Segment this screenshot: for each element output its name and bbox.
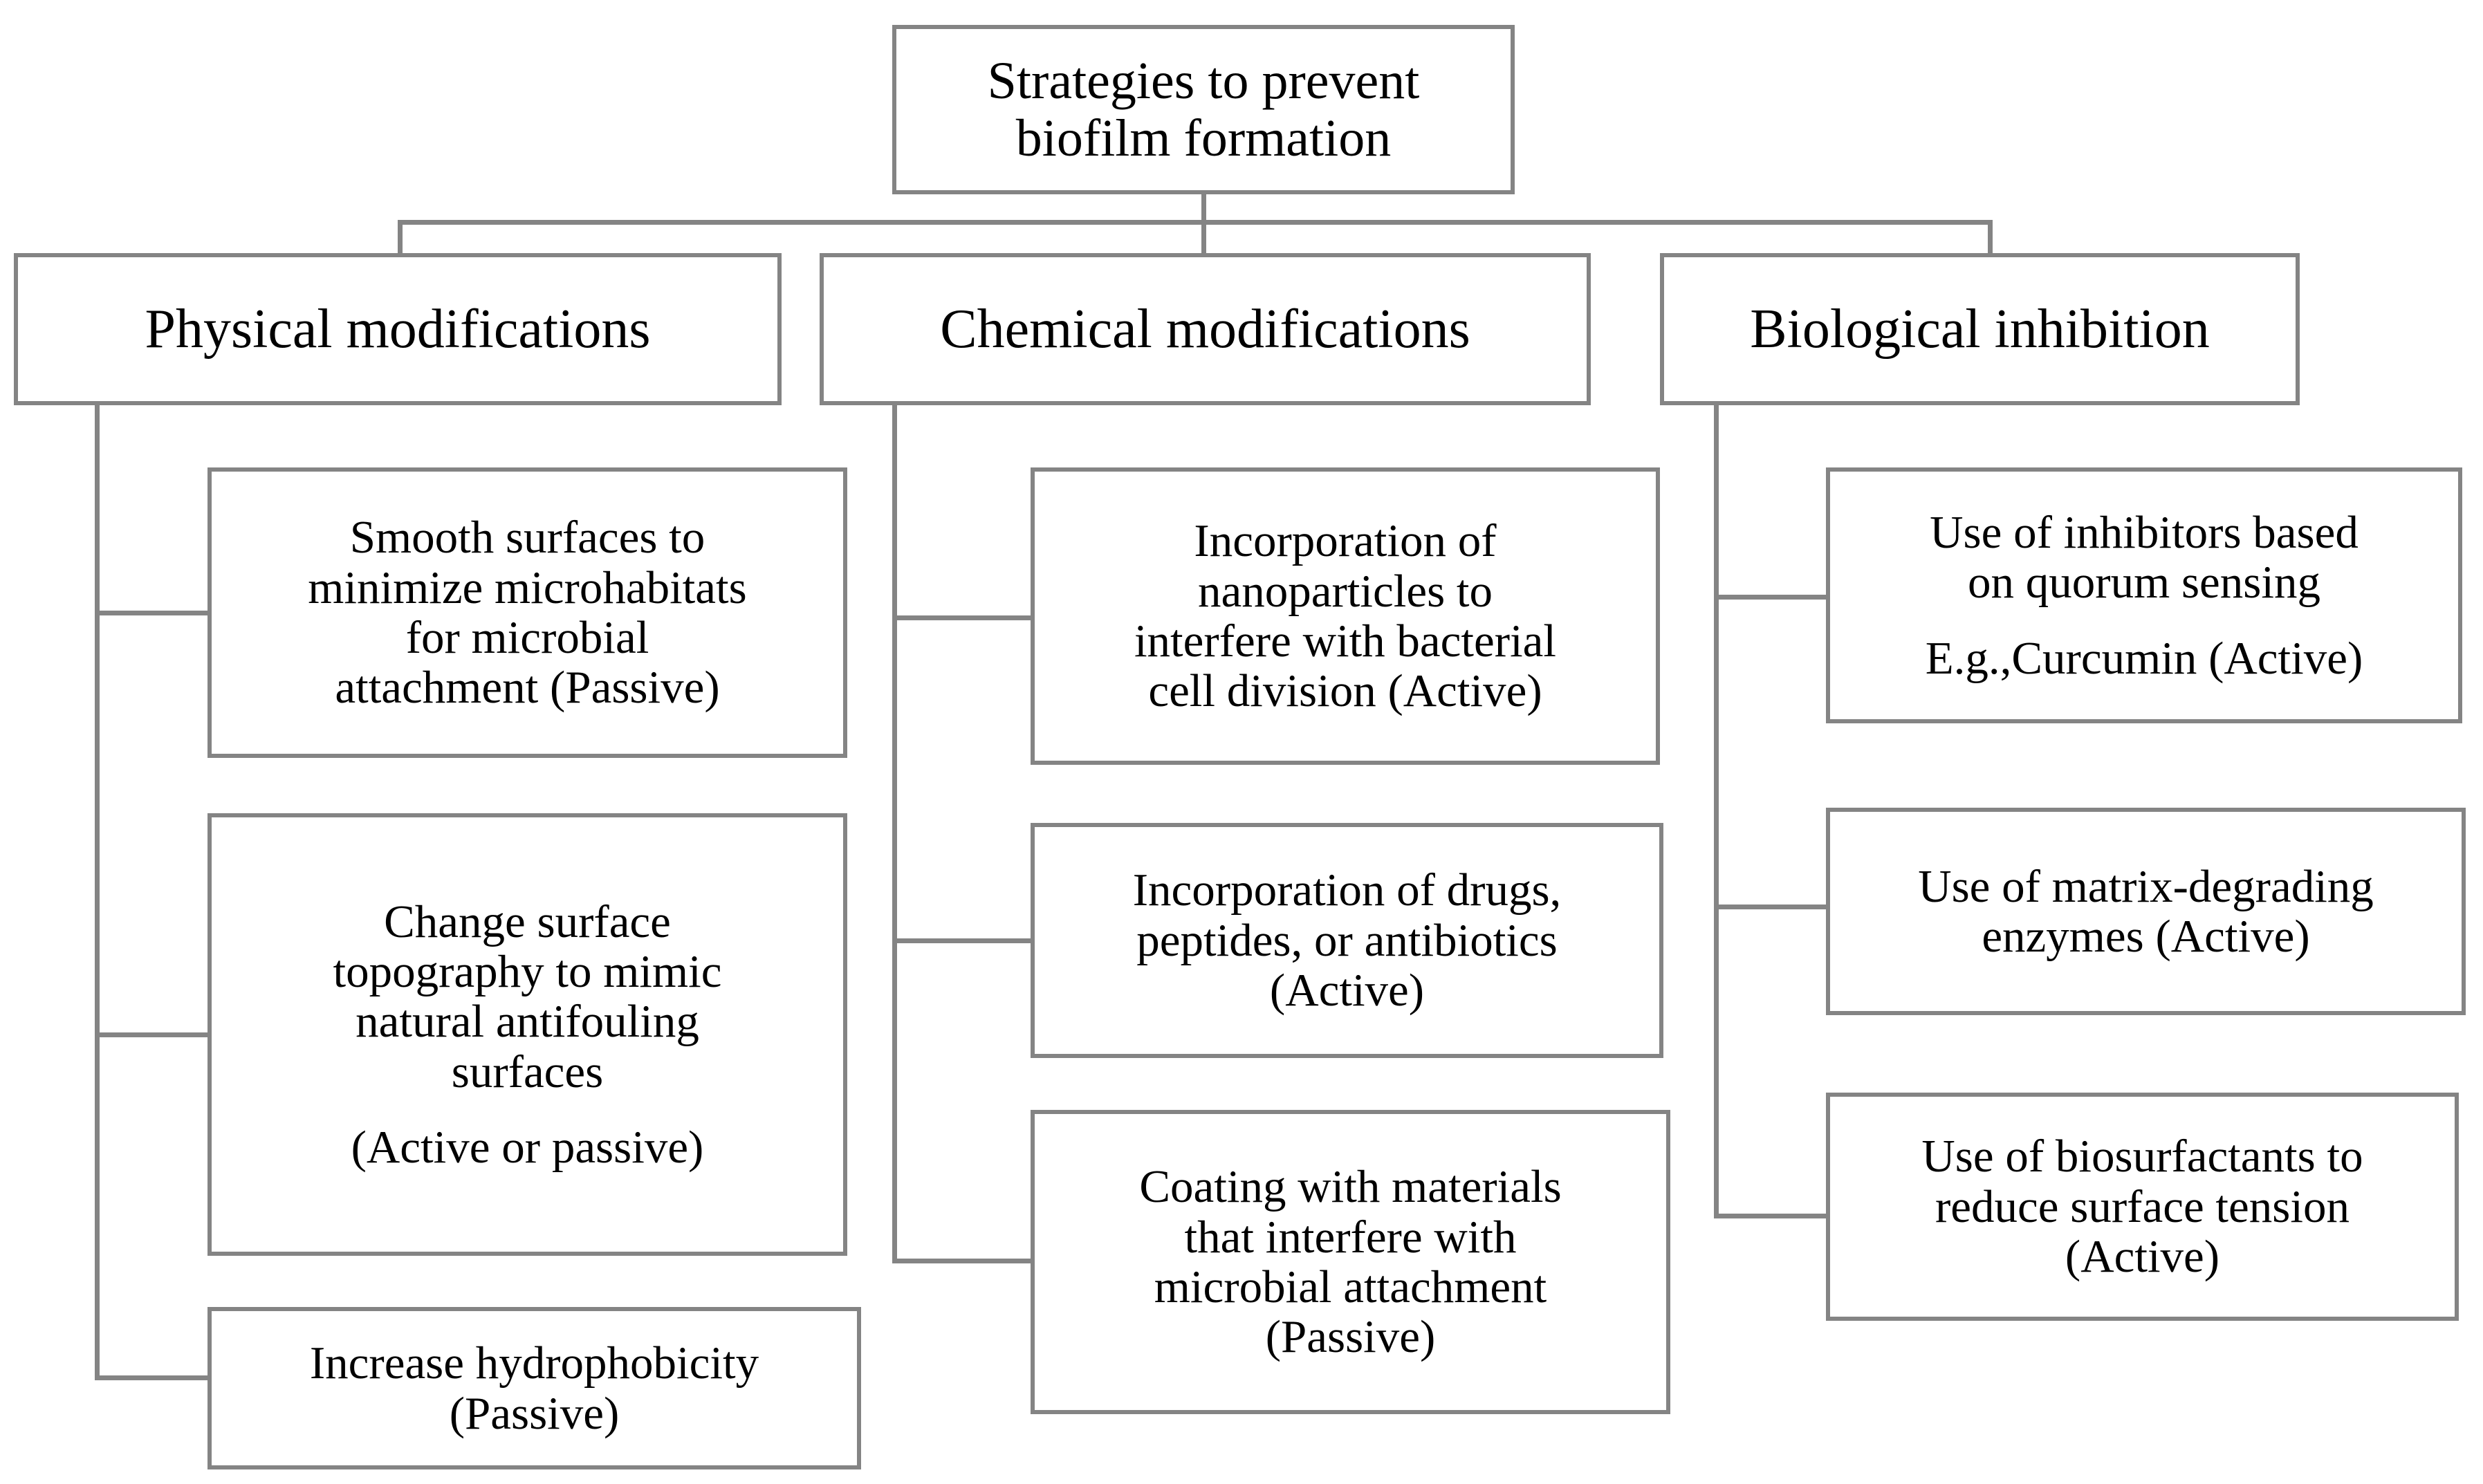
connector-stub-chemical-3	[892, 1259, 1033, 1263]
leaf-line: interfere with bacterial	[1134, 615, 1557, 667]
node-root-line-2: biofilm formation	[1015, 109, 1392, 167]
connector-stub-chemical-1	[892, 615, 1033, 620]
leaf-line: that interfere with	[1184, 1211, 1517, 1263]
node-physical-child-1[interactable]: Smooth surfaces to minimize microhabitat…	[207, 467, 847, 758]
connector-stub-physical-2	[95, 1032, 210, 1037]
leaf-line: reduce surface tension	[1935, 1180, 2350, 1232]
leaf-line: minimize microhabitats	[308, 562, 747, 613]
connector-drop-biological	[1988, 220, 1993, 256]
leaf-line: Smooth surfaces to	[349, 512, 705, 564]
leaf-line: attachment (Passive)	[335, 662, 720, 714]
connector-drop-physical	[398, 220, 403, 256]
node-chemical-child-3[interactable]: Coating with materials that interfere wi…	[1031, 1110, 1670, 1414]
leaf-line: Incorporation of	[1194, 515, 1497, 567]
node-physical-child-3[interactable]: Increase hydrophobicity (Passive)	[207, 1307, 861, 1469]
node-root-line-1: Strategies to prevent	[987, 52, 1420, 111]
leaf-line: Use of matrix-degrading	[1918, 860, 2374, 912]
leaf-line: nanoparticles to	[1197, 565, 1493, 617]
leaf-line: (Active)	[2065, 1231, 2220, 1283]
connector-stub-biological-3	[1714, 1214, 1829, 1218]
leaf-note: E.g.,Curcumin (Active)	[1925, 632, 2363, 684]
leaf-line: enzymes (Active)	[1982, 911, 2310, 962]
node-chemical-child-2[interactable]: Incorporation of drugs, peptides, or ant…	[1031, 823, 1663, 1058]
leaf-line: for microbial	[405, 612, 649, 663]
leaf-line: Use of inhibitors based	[1930, 507, 2359, 559]
node-category-chemical[interactable]: Chemical modifications	[820, 253, 1591, 405]
node-category-physical-label: Physical modifications	[145, 298, 651, 360]
connector-spine-biological	[1714, 405, 1719, 1218]
node-root[interactable]: Strategies to prevent biofilm formation	[892, 25, 1515, 194]
node-category-biological-label: Biological inhibition	[1750, 298, 2210, 360]
connector-stub-physical-3	[95, 1375, 210, 1380]
leaf-line: surfaces	[451, 1046, 604, 1097]
connector-drop-chemical	[1201, 220, 1206, 256]
connector-root-bus	[398, 220, 1993, 225]
leaf-line: cell division (Active)	[1148, 665, 1542, 717]
leaf-note: (Active or passive)	[351, 1121, 704, 1173]
node-biological-child-2[interactable]: Use of matrix-degrading enzymes (Active)	[1826, 808, 2466, 1015]
leaf-line: Increase hydrophobicity	[309, 1337, 759, 1389]
node-category-physical[interactable]: Physical modifications	[14, 253, 782, 405]
node-category-chemical-label: Chemical modifications	[940, 298, 1470, 360]
leaf-line: (Passive)	[1265, 1311, 1436, 1363]
connector-stub-chemical-2	[892, 938, 1033, 943]
connector-spine-chemical	[892, 405, 897, 1263]
leaf-line: (Passive)	[449, 1387, 620, 1439]
node-biological-child-1[interactable]: Use of inhibitors based on quorum sensin…	[1826, 467, 2462, 723]
node-chemical-child-1[interactable]: Incorporation of nanoparticles to interf…	[1031, 467, 1660, 765]
connector-stub-physical-1	[95, 611, 210, 615]
leaf-line: Coating with materials	[1139, 1161, 1562, 1213]
connector-root-stem	[1201, 194, 1206, 225]
node-category-biological[interactable]: Biological inhibition	[1660, 253, 2300, 405]
leaf-line: topography to mimic	[333, 946, 722, 998]
connector-stub-biological-1	[1714, 595, 1829, 600]
leaf-line: (Active)	[1269, 965, 1425, 1017]
node-physical-child-2[interactable]: Change surface topography to mimic natur…	[207, 813, 847, 1256]
node-biological-child-3[interactable]: Use of biosurfactants to reduce surface …	[1826, 1093, 2459, 1321]
connector-spine-physical	[95, 405, 100, 1380]
leaf-line: Incorporation of drugs,	[1132, 864, 1562, 916]
leaf-line: peptides, or antibiotics	[1136, 914, 1558, 966]
leaf-line: natural antifouling	[356, 996, 699, 1048]
connector-stub-biological-2	[1714, 905, 1829, 909]
leaf-line: on quorum sensing	[1968, 557, 2320, 609]
leaf-line: microbial attachment	[1154, 1261, 1547, 1313]
leaf-line: Use of biosurfactants to	[1921, 1131, 2363, 1182]
leaf-line: Change surface	[384, 896, 671, 947]
